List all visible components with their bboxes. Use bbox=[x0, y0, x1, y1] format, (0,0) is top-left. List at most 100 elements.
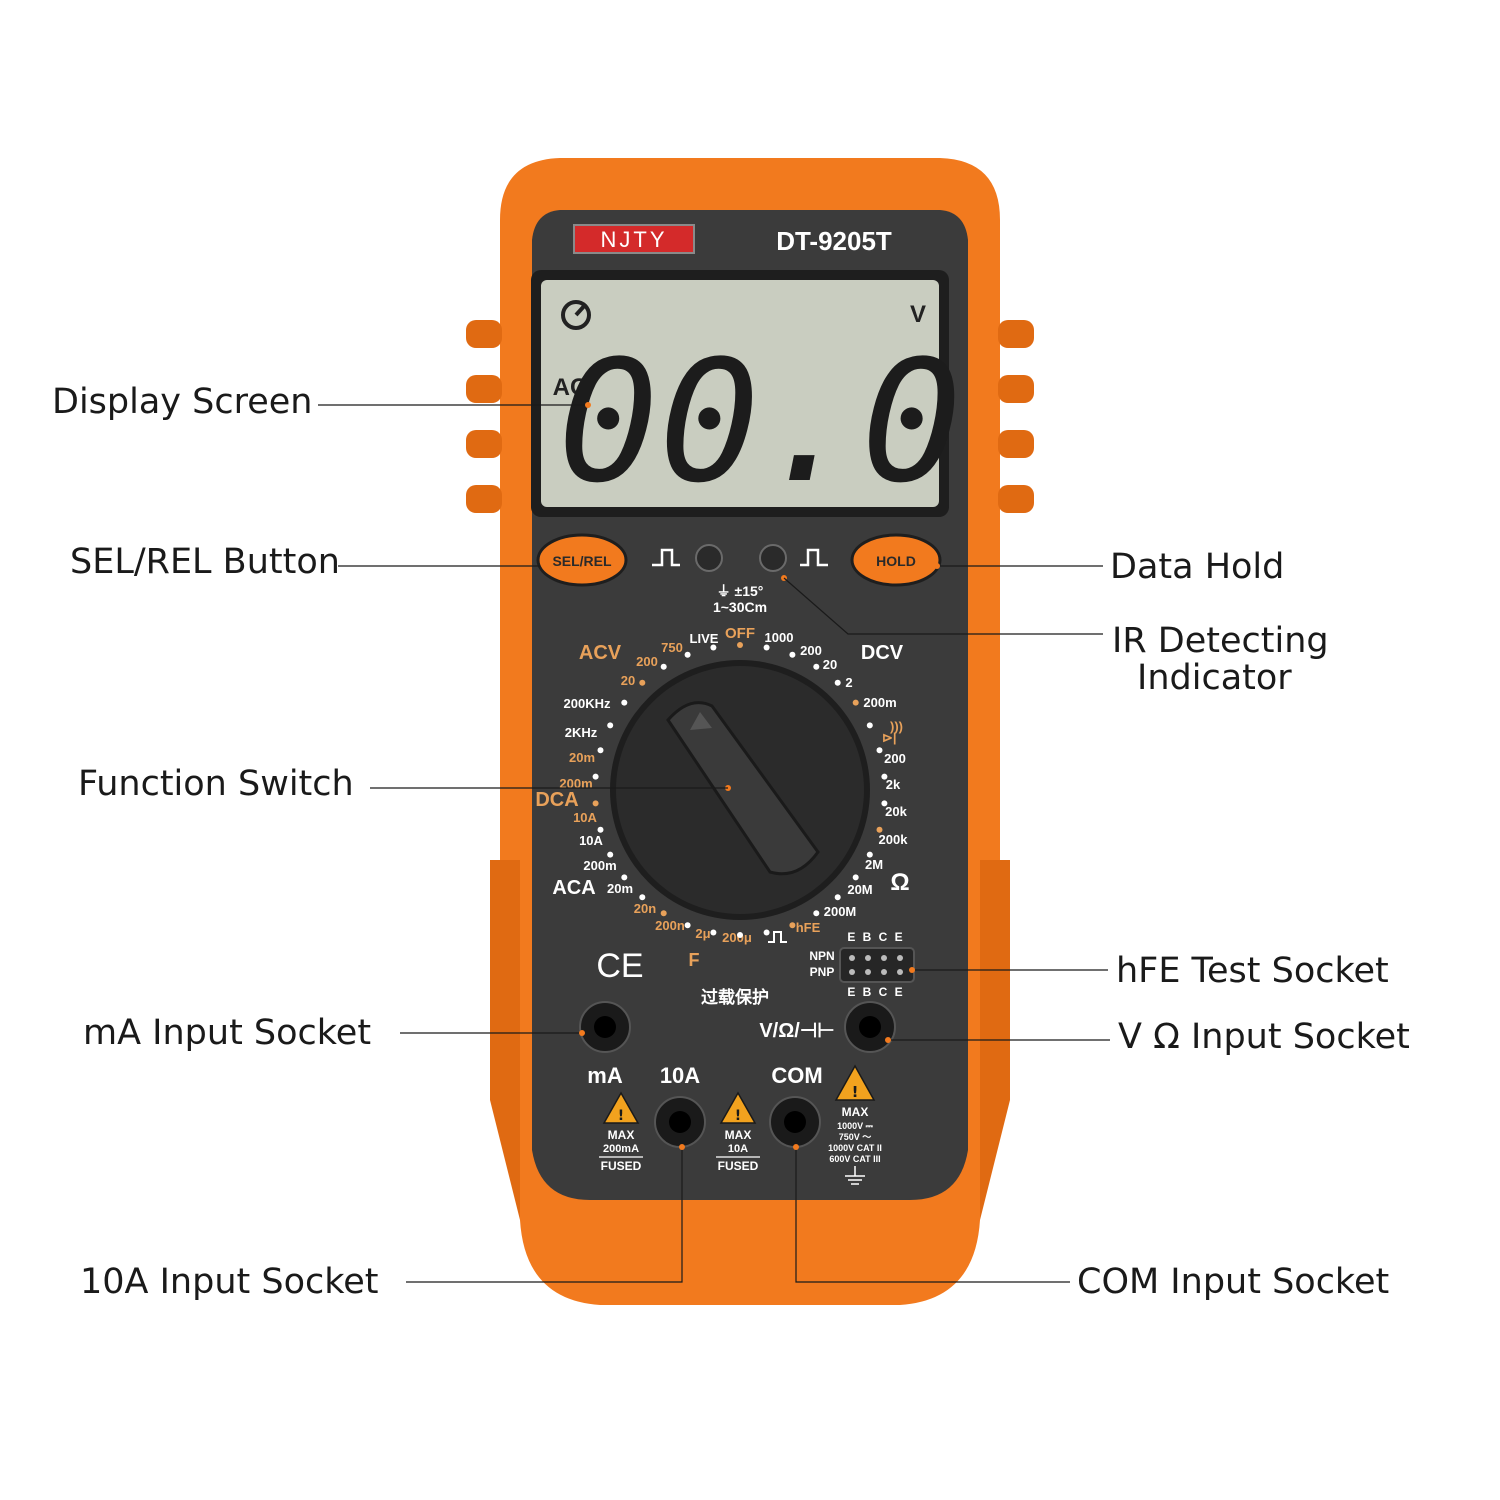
dial-ohm-200m: 200M bbox=[824, 904, 857, 919]
warning-icon-com: ! bbox=[834, 1064, 876, 1101]
callout-data-hold: Data Hold bbox=[1110, 547, 1285, 587]
sel-rel-button[interactable] bbox=[536, 533, 628, 587]
dial-dot bbox=[763, 644, 770, 651]
dial-dcv-2: 2 bbox=[845, 675, 852, 690]
vohm-socket-label: V/Ω/⊣⊢ bbox=[759, 1020, 834, 1042]
hfe-hole bbox=[897, 955, 903, 961]
dial-freq-200khz: 200KHz bbox=[564, 696, 611, 711]
dial-dcv-200: 200 bbox=[800, 643, 822, 658]
dial-dot bbox=[597, 747, 604, 754]
dial-dcv-200m: 200m bbox=[863, 695, 896, 710]
dial-live: LIVE bbox=[690, 631, 719, 646]
dial-aca-10a: 10A bbox=[579, 833, 603, 848]
dial-dca-title: DCA bbox=[535, 789, 578, 811]
callout-com-socket: COM Input Socket bbox=[1077, 1262, 1390, 1302]
dial-dot bbox=[639, 894, 646, 901]
dial-ohm-200: 200 bbox=[884, 751, 906, 766]
display-unit: V bbox=[910, 301, 926, 328]
dial-dot bbox=[737, 642, 743, 648]
dial-dot bbox=[621, 874, 628, 881]
dial-dot bbox=[866, 722, 873, 729]
dial-acv-title: ACV bbox=[579, 642, 622, 664]
dial-dot bbox=[881, 773, 888, 780]
dial-dca-20m: 20m bbox=[569, 750, 595, 765]
leader-tenA bbox=[406, 1147, 683, 1283]
pulse-icon-left bbox=[652, 548, 680, 567]
dial-aca-title: ACA bbox=[552, 877, 595, 899]
svg-text:!: ! bbox=[618, 1108, 624, 1124]
dial-dca-200m: 200m bbox=[559, 776, 592, 791]
callout-display-screen: Display Screen bbox=[52, 382, 313, 422]
continuity-icon: ))) bbox=[890, 719, 903, 734]
dial-acv-20: 20 bbox=[621, 673, 635, 688]
auto-off-icon bbox=[561, 300, 591, 330]
hfe-pins-bottom: E B C E bbox=[847, 985, 904, 999]
dial-dot bbox=[876, 747, 883, 754]
dial-dot bbox=[763, 929, 770, 936]
dial-dot bbox=[834, 679, 841, 686]
dial-acv-200: 200 bbox=[636, 654, 658, 669]
hfe-hole bbox=[881, 969, 887, 975]
dial-dot bbox=[621, 699, 628, 706]
ma-warn-fused: FUSED bbox=[601, 1159, 642, 1173]
ma-warn-max: MAX bbox=[608, 1128, 635, 1142]
hold-button[interactable] bbox=[850, 533, 942, 587]
dial-f-title: F bbox=[689, 950, 700, 970]
dial-dca-10a: 10A bbox=[573, 810, 597, 825]
dial-aca-200m: 200m bbox=[583, 858, 616, 873]
com-warn-cat2: 1000V CAT II bbox=[828, 1143, 882, 1153]
com-warn-ac: 750V ～ bbox=[839, 1132, 872, 1142]
dial-dot bbox=[684, 922, 691, 929]
hfe-hole bbox=[897, 969, 903, 975]
dial-dot bbox=[813, 910, 820, 917]
hfe-pins-top: E B C E bbox=[847, 930, 904, 944]
ma-warn-rating: 200mA bbox=[603, 1143, 639, 1155]
ground-icon bbox=[845, 1166, 865, 1185]
function-switch[interactable] bbox=[610, 660, 870, 920]
tenA-warn-max: MAX bbox=[725, 1128, 752, 1142]
warning-icon-tenA: ! bbox=[719, 1091, 757, 1124]
ma-input-socket[interactable] bbox=[579, 1001, 631, 1053]
dial-dot bbox=[876, 826, 883, 833]
sel-rel-label: SEL/REL bbox=[552, 553, 612, 569]
vohm-input-socket[interactable] bbox=[844, 1001, 896, 1053]
brand-label: NJTY bbox=[601, 227, 668, 252]
dial-ohm-2m: 2M bbox=[865, 857, 883, 872]
svg-text:!: ! bbox=[735, 1108, 741, 1124]
ir-sensor-right bbox=[759, 544, 787, 572]
dial-dot bbox=[660, 910, 667, 917]
ma-socket-label: mA bbox=[587, 1063, 623, 1088]
model-label: DT-9205T bbox=[776, 226, 892, 256]
callout-ir-line2: Indicator bbox=[1137, 658, 1292, 698]
dial-scale: OFF LIVE ACV DCV 750 200 20 1000 200 20 … bbox=[535, 625, 909, 970]
ir-sensor-left bbox=[695, 544, 723, 572]
brand-badge bbox=[573, 224, 695, 254]
dial-dot bbox=[881, 800, 888, 807]
callout-function-switch: Function Switch bbox=[78, 764, 354, 804]
warning-icon-ma: ! bbox=[602, 1091, 640, 1124]
tenA-input-socket[interactable] bbox=[654, 1096, 706, 1148]
display-reading: 00.0 bbox=[558, 324, 963, 520]
dial-dcv-1000: 1000 bbox=[765, 630, 794, 645]
hfe-pnp: PNP bbox=[810, 965, 835, 979]
pulse-icon-right bbox=[800, 548, 828, 567]
hfe-npn: NPN bbox=[809, 949, 834, 963]
dial-cap-200u: 200μ bbox=[722, 930, 752, 945]
dial-dots bbox=[592, 642, 888, 938]
dial-ohm-20k: 20k bbox=[885, 804, 907, 819]
dial-dot bbox=[852, 874, 859, 881]
hold-label: HOLD bbox=[876, 553, 916, 569]
com-warn-max: MAX bbox=[842, 1105, 869, 1119]
hfe-test-socket[interactable] bbox=[839, 947, 915, 983]
tenA-socket-label: 10A bbox=[660, 1063, 700, 1088]
leader-lines bbox=[318, 402, 1110, 1283]
com-input-socket[interactable] bbox=[769, 1096, 821, 1148]
dial-dot bbox=[789, 922, 796, 929]
dial-dot bbox=[592, 773, 599, 780]
callout-ir-line1: IR Detecting bbox=[1112, 621, 1329, 661]
callout-vohm-socket: V Ω Input Socket bbox=[1118, 1017, 1410, 1057]
com-warn-dc: 1000V ⎓ bbox=[837, 1121, 874, 1131]
dial-off: OFF bbox=[725, 625, 755, 642]
com-socket-label: COM bbox=[771, 1063, 822, 1088]
